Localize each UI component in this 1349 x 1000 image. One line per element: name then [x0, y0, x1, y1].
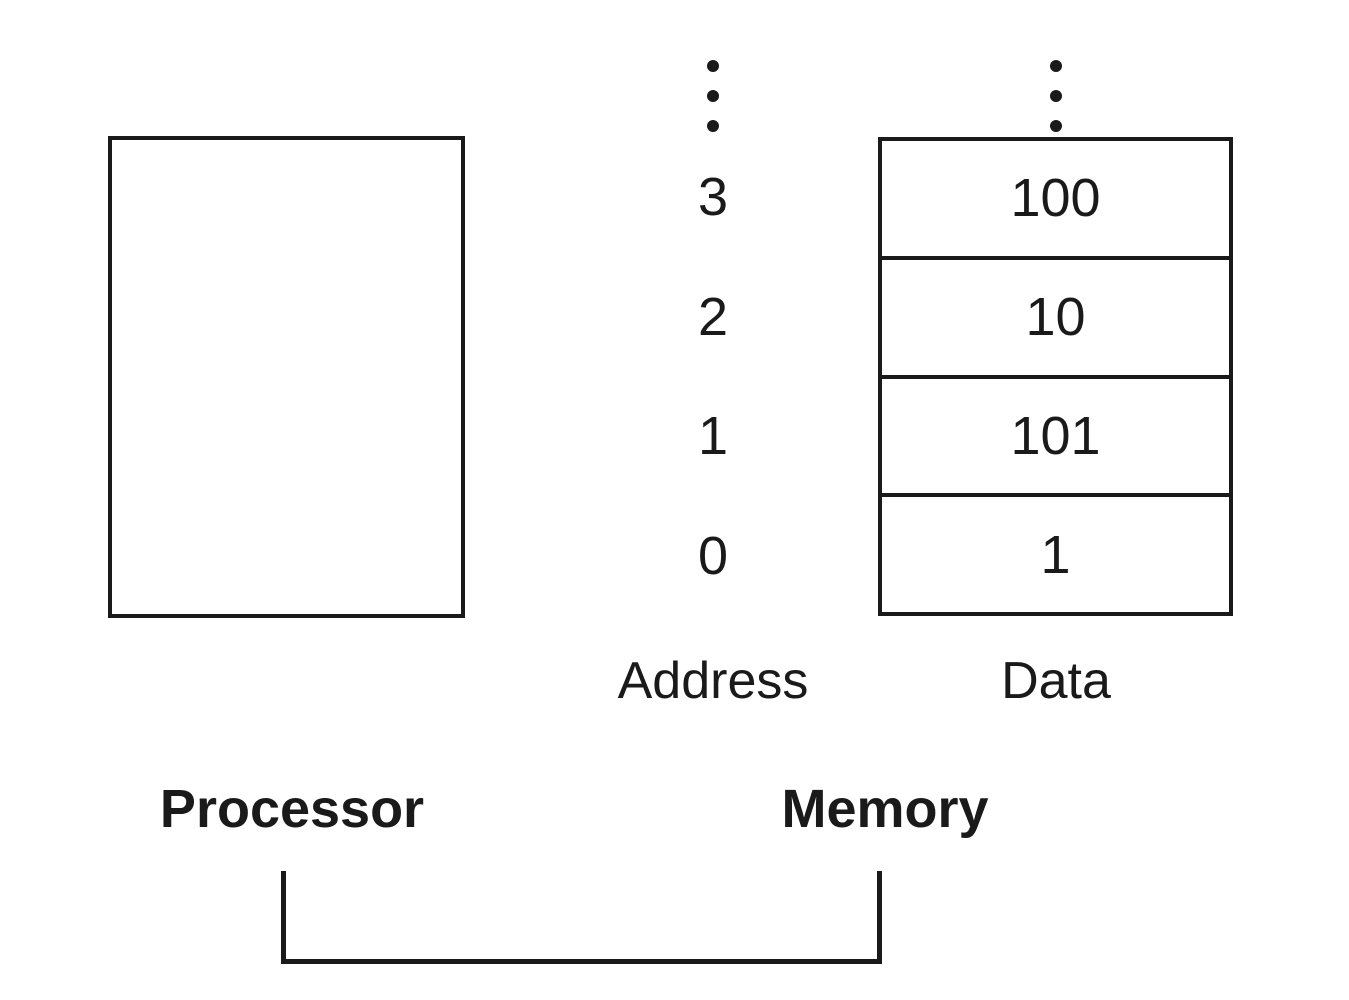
address-column: 3 2 1 0 [648, 137, 778, 616]
address-label: 3 [697, 166, 729, 227]
ellipsis-dot [707, 120, 719, 132]
memory-cell: 101 [882, 379, 1229, 498]
memory-cell: 1 [1040, 524, 1071, 585]
memory-table: 100 10 101 1 [878, 137, 1233, 616]
address-label: 2 [697, 286, 729, 347]
address-label: 0 [697, 526, 729, 587]
ellipsis-dot [1050, 120, 1062, 132]
data-ellipsis-icon [1041, 56, 1071, 136]
memory-label: Memory [781, 779, 989, 839]
ellipsis-dot [1050, 60, 1062, 72]
memory-cell: 10 [882, 260, 1229, 379]
address-column-caption: Address [617, 652, 809, 710]
ellipsis-dot [707, 90, 719, 102]
processor-box [108, 136, 465, 618]
processor-label: Processor [159, 779, 425, 839]
memory-cell: 100 [882, 141, 1229, 260]
ellipsis-dot [707, 60, 719, 72]
address-label: 1 [697, 406, 729, 467]
address-ellipsis-icon [698, 56, 728, 136]
bus-connector [281, 871, 882, 964]
data-column-caption: Data [1001, 652, 1111, 710]
ellipsis-dot [1050, 90, 1062, 102]
